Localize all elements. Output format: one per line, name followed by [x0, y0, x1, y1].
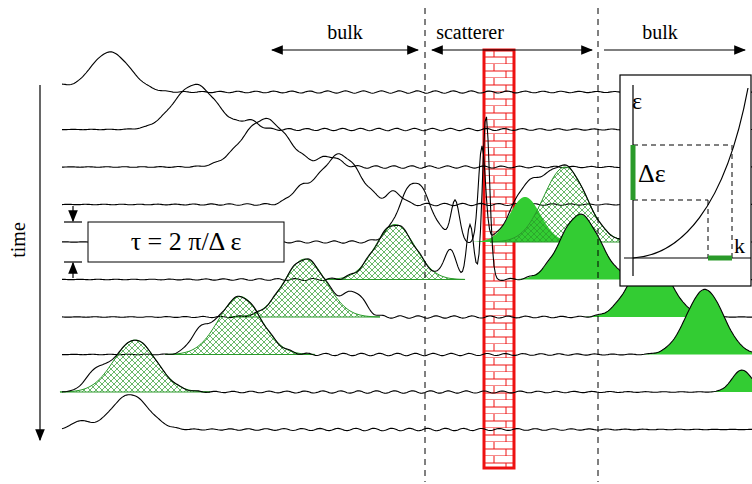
packet-area — [60, 340, 210, 392]
axis-label: Δε — [638, 161, 666, 187]
axis-label: k — [734, 235, 745, 257]
period-box: τ = 2 π/Δ ε — [88, 222, 284, 262]
formula-text: τ = 2 π/Δ ε — [131, 229, 242, 255]
packet-area — [640, 290, 752, 355]
region-label: scatterer — [436, 22, 504, 42]
axis-label: time — [8, 222, 28, 258]
wave-trace — [62, 395, 752, 431]
wave-trace — [62, 289, 752, 355]
packet-area — [165, 297, 315, 355]
dispersion-inset: εΔε k — [620, 75, 751, 286]
region-label: bulk — [327, 22, 363, 42]
wave-trace — [62, 340, 752, 393]
axis-label: ε — [632, 89, 642, 113]
region-label: bulk — [642, 22, 678, 42]
packet-area — [707, 370, 752, 392]
packet-area — [325, 225, 465, 280]
